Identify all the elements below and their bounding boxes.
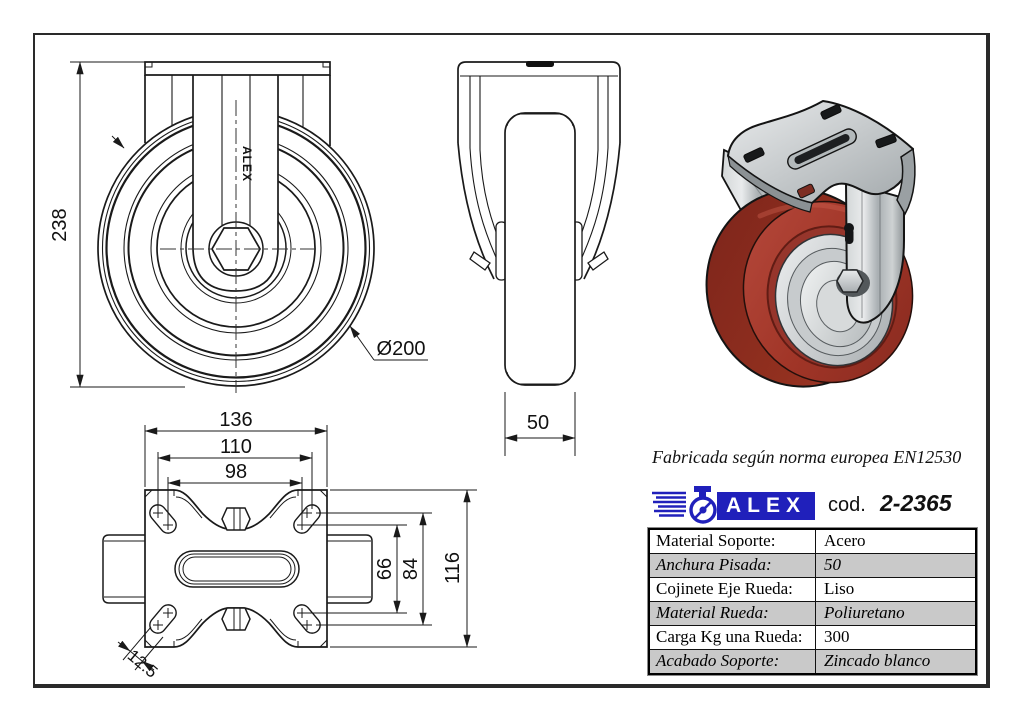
- dim-plate-136: 136: [219, 409, 252, 431]
- logo-row: ALEX cod. 2-2365: [650, 481, 982, 527]
- spec-value: Poliuretano: [824, 603, 905, 622]
- code-value: 2-2365: [880, 490, 952, 516]
- brand-text: ALEX: [725, 494, 806, 517]
- spec-label: Material Rueda:: [650, 602, 816, 625]
- spec-row: Material Soporte: Acero: [650, 530, 975, 553]
- spec-label: Material Soporte:: [650, 530, 816, 553]
- dim-height-238: 238: [49, 208, 71, 241]
- spec-label: Anchura Pisada:: [650, 554, 816, 577]
- spec-value: 50: [824, 555, 841, 574]
- dim-slot-12-5: 12.5: [124, 646, 162, 682]
- spec-row: Acabado Soporte: Zincado blanco: [650, 649, 975, 673]
- plate-view: 136 110 98 116 84 66 12.: [102, 409, 477, 682]
- spec-label: Carga Kg una Rueda:: [650, 626, 816, 649]
- dim-plate-98: 98: [225, 461, 247, 483]
- spec-value: Zincado blanco: [824, 651, 931, 670]
- front-view: ALEX 238 Ø200: [49, 61, 428, 393]
- front-brand-mark: ALEX: [240, 146, 254, 182]
- spec-row: Cojinete Eje Rueda: Liso: [650, 577, 975, 601]
- spec-value: 300: [824, 627, 850, 646]
- spec-label: Cojinete Eje Rueda:: [650, 578, 816, 601]
- spec-row: Material Rueda: Poliuretano: [650, 601, 975, 625]
- spec-value: Liso: [824, 579, 855, 598]
- code-label: cod.: [828, 494, 866, 516]
- spec-row: Anchura Pisada: 50: [650, 553, 975, 577]
- standard-note: Fabricada según norma europea EN12530: [652, 447, 962, 467]
- spec-row: Carga Kg una Rueda: 300: [650, 625, 975, 649]
- alex-logo-icon: [652, 486, 717, 524]
- dim-plate-84: 84: [400, 558, 422, 580]
- dim-plate-110: 110: [220, 436, 252, 458]
- view-3d-render: [705, 99, 916, 388]
- dim-plate-116: 116: [442, 552, 464, 584]
- dim-width-50: 50: [527, 412, 549, 434]
- dim-diameter-200: Ø200: [377, 338, 426, 360]
- alex-logo-wordmark: ALEX: [717, 492, 815, 520]
- dim-plate-66: 66: [374, 558, 396, 580]
- side-view: 50: [457, 61, 621, 456]
- spec-value: Acero: [824, 531, 866, 550]
- spec-label: Acabado Soporte:: [650, 650, 816, 673]
- spec-table: Material Soporte: Acero Anchura Pisada: …: [647, 527, 978, 676]
